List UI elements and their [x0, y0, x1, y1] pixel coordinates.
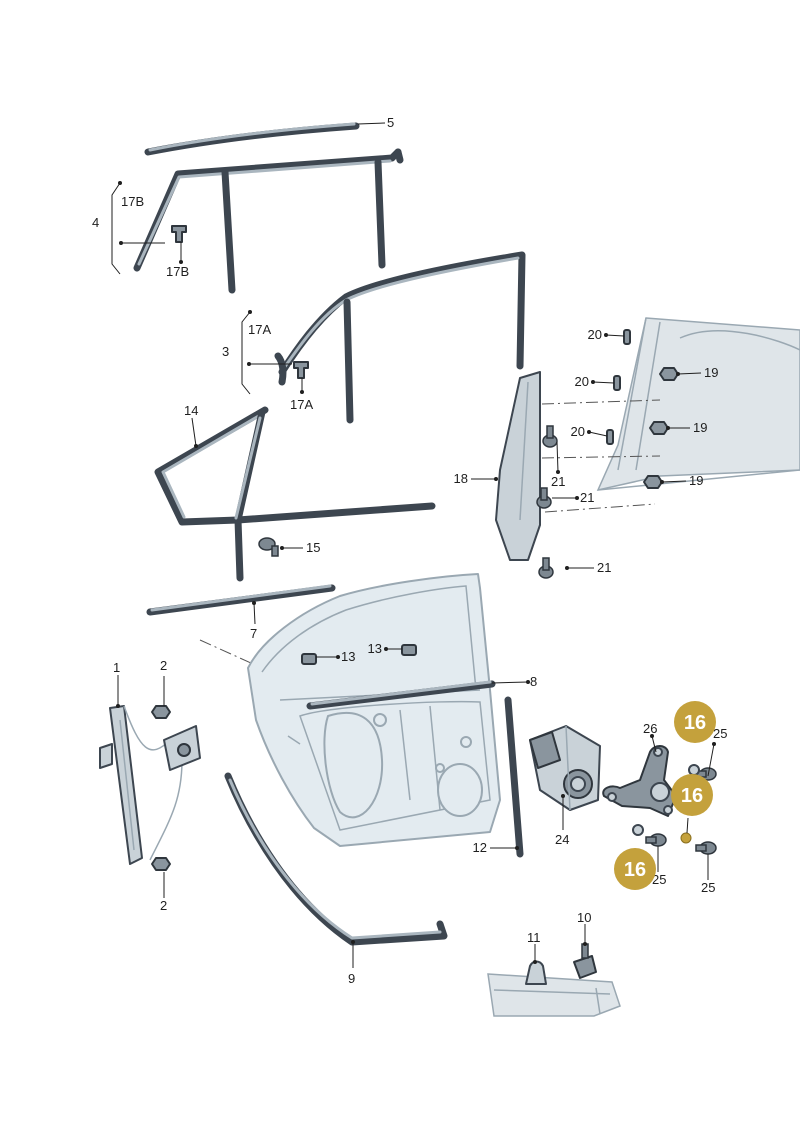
door-shell [247, 573, 501, 847]
label-12: 12 [473, 840, 487, 855]
label-10: 10 [577, 910, 591, 925]
label-19-c: 19 [689, 473, 703, 488]
label-2-bottom: 2 [160, 898, 167, 913]
label-21-c: 21 [597, 560, 611, 575]
label-1: 1 [113, 660, 120, 675]
washer-16 [680, 832, 692, 844]
part-1-window-regulator [99, 705, 201, 865]
label-20-a: 20 [588, 327, 602, 342]
part-9-lower-seal [224, 772, 448, 946]
part-2-nuts [151, 705, 171, 871]
part-5-roof-trim [144, 122, 360, 156]
part-21-screws [536, 425, 558, 579]
part-26-bracket [602, 745, 677, 817]
badge-16-b: 16 [671, 774, 713, 816]
label-20-b: 20 [575, 374, 589, 389]
part-18-pillar-trim [495, 371, 541, 561]
part-10-bolt [573, 943, 597, 979]
body-pillar-panel [596, 317, 800, 492]
label-19-b: 19 [693, 420, 707, 435]
label-13-a: 13 [341, 649, 355, 664]
part-20-clips [606, 329, 631, 445]
label-15: 15 [306, 540, 320, 555]
label-17a-bottom: 17A [290, 397, 313, 412]
label-9: 9 [348, 971, 355, 986]
label-2-top: 2 [160, 658, 167, 673]
label-17b-top: 17B [121, 194, 144, 209]
label-17b-bottom: 17B [166, 264, 189, 279]
label-25-c: 25 [701, 880, 715, 895]
part-7-belt-strip [146, 584, 336, 616]
label-19-a: 19 [704, 365, 718, 380]
label-8: 8 [530, 674, 537, 689]
label-18: 18 [454, 471, 468, 486]
svg-text:16: 16 [624, 859, 646, 881]
badge-16-c: 16 [614, 848, 656, 890]
part-14-quarter-frame [154, 406, 436, 582]
label-5: 5 [387, 115, 394, 130]
part-4-window-frame-outer [133, 148, 404, 294]
label-25-b: 25 [652, 872, 666, 887]
label-3: 3 [222, 344, 229, 359]
part-13-bumpers [301, 644, 417, 665]
label-11: 11 [527, 930, 541, 945]
label-26: 26 [643, 721, 657, 736]
svg-text:16: 16 [681, 785, 703, 807]
badge-16-a: 16 [674, 701, 716, 743]
label-17a-top: 17A [248, 322, 271, 337]
label-24: 24 [555, 832, 569, 847]
part-3-window-frame-inner [274, 251, 526, 424]
label-7: 7 [250, 626, 257, 641]
part-8-inner-belt [306, 680, 496, 710]
part-17a-clip [293, 361, 309, 379]
label-21-a: 21 [551, 474, 565, 489]
label-25-a: 25 [713, 726, 727, 741]
part-24-motor [529, 725, 601, 811]
part-11-clip [525, 960, 547, 985]
part-19-nuts [643, 367, 679, 489]
label-13-b: 13 [368, 641, 382, 656]
part-15-screw [258, 537, 279, 557]
label-21-b: 21 [580, 490, 594, 505]
label-14: 14 [184, 403, 198, 418]
part-17b-clip [171, 225, 187, 243]
label-20-c: 20 [571, 424, 585, 439]
part-12-vertical-seal [504, 696, 524, 858]
label-4: 4 [92, 215, 99, 230]
sill-panel [487, 973, 621, 1017]
svg-text:16: 16 [684, 712, 706, 734]
